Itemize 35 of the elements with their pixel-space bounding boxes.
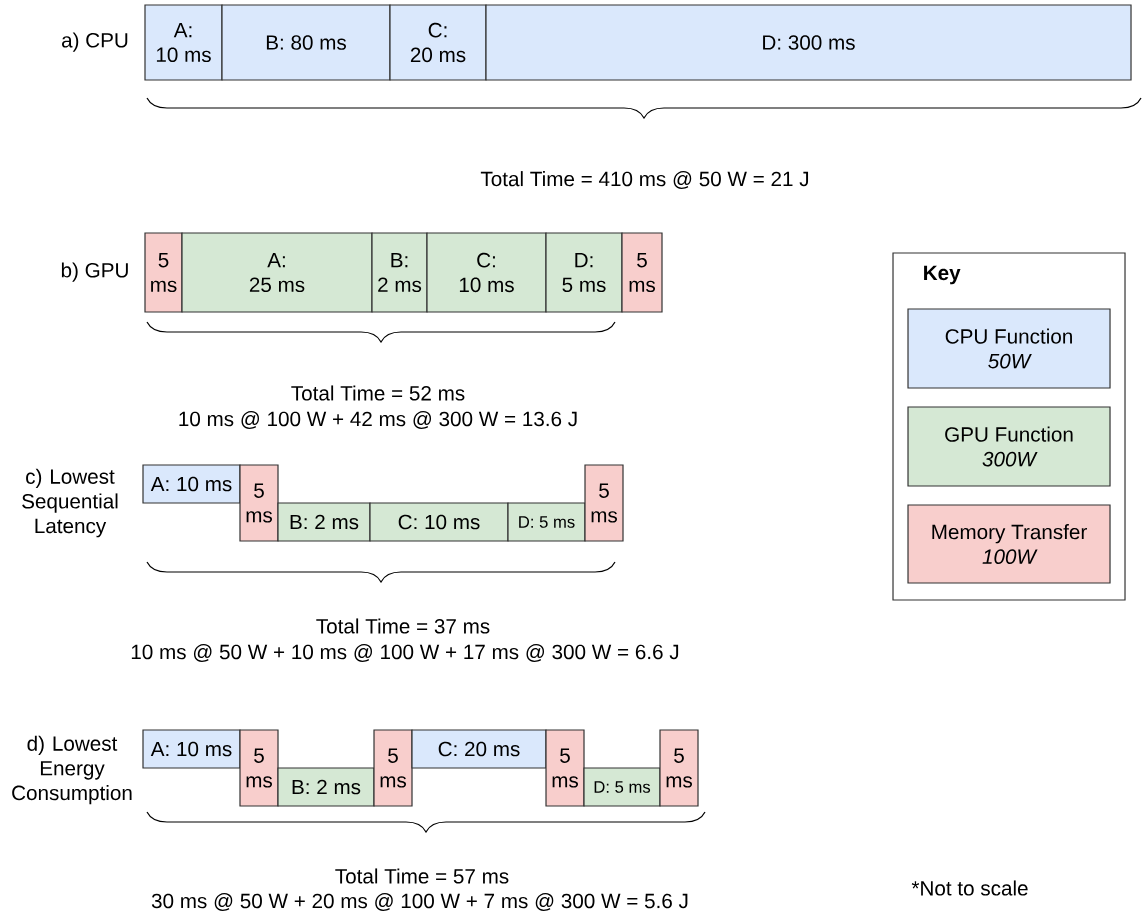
- key-entry-box: CPU Function 50W: [907, 308, 1111, 389]
- energy-formula: 30 ms @ 50 W + 20 ms @ 100 W + 7 ms @ 300 W = 5.6 J: [151, 893, 688, 911]
- transfer-block: 5 ms: [373, 729, 413, 807]
- transfer-block: 5 ms: [584, 464, 624, 542]
- transfer-block: 5 ms: [239, 729, 279, 807]
- cpu-task-block: C: 20 ms: [389, 4, 487, 81]
- gpu-task-block: D: 5 ms: [507, 502, 586, 542]
- row-label: c) Lowest Sequential Latency: [22, 468, 118, 538]
- transfer-block: 5 ms: [659, 729, 699, 807]
- key-entry-box: Memory Transfer 100W: [907, 504, 1111, 584]
- gpu-task-block: D: 5 ms: [545, 232, 623, 313]
- row-label: b) GPU: [61, 262, 128, 282]
- cpu-task-block: C: 20 ms: [411, 729, 547, 769]
- transfer-block: 5 ms: [621, 232, 663, 313]
- transfer-block: 5 ms: [239, 464, 279, 542]
- total-time-text: Total Time = 52 ms: [291, 385, 465, 401]
- gpu-task-block: C: 10 ms: [369, 502, 509, 542]
- key-heading: Key: [924, 265, 961, 285]
- transfer-block: 5 ms: [545, 729, 585, 807]
- note-text: *Not to scale: [911, 880, 1028, 896]
- energy-formula: 10 ms @ 100 W + 42 ms @ 300 W = 13.6 J: [179, 411, 577, 429]
- transfer-block: 5 ms: [144, 232, 183, 313]
- energy-formula: 10 ms @ 50 W + 10 ms @ 100 W + 17 ms @ 300 W = 6.6 J: [131, 644, 679, 662]
- row-label: d) Lowest Energy Consumption: [12, 735, 132, 805]
- gpu-task-block: B: 2 ms: [277, 767, 375, 807]
- cpu-task-block: A: 10 ms: [142, 729, 241, 769]
- gpu-task-block: B: 2 ms: [371, 232, 428, 313]
- key-entry-box: GPU Function 300W: [907, 406, 1111, 487]
- cpu-task-block: A: 10 ms: [144, 4, 223, 81]
- total-time-text: Total Time = 410 ms @ 50 W = 21 J: [480, 171, 809, 189]
- cpu-task-block: A: 10 ms: [142, 464, 241, 504]
- total-time-text: Total Time = 37 ms: [316, 618, 490, 634]
- total-time-text: Total Time = 57 ms: [335, 868, 509, 884]
- gpu-task-block: B: 2 ms: [277, 502, 371, 542]
- gpu-task-block: D: 5 ms: [583, 767, 661, 807]
